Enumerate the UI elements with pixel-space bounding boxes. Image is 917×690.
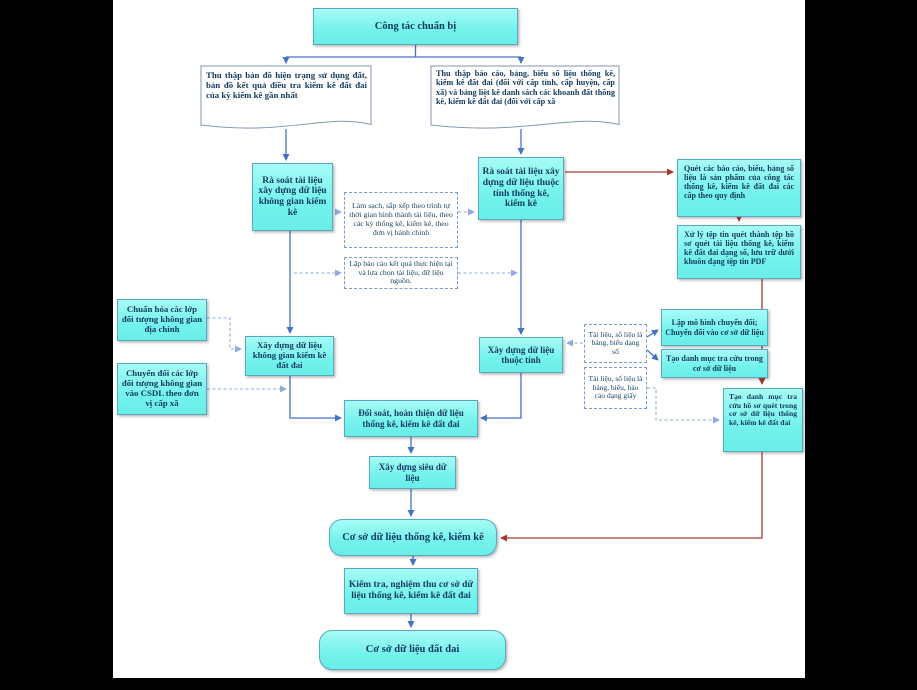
node-rasoat-thuoctinh-label: Rà soát tài liệu xây dựng dữ liệu thuộc … — [482, 167, 560, 210]
node-taodanhmuc-hoso-label: Tạo danh mục tra cứu hồ sơ quét trong cơ… — [729, 392, 797, 427]
node-tailieu-giay-label: Tài liệu, số liệu là bảng, biểu, báo cáo… — [588, 374, 643, 401]
node-xd-thuoctinh: Xây dựng dữ liệu thuộc tính — [479, 337, 563, 373]
node-xuly: Xử lý tệp tin quét thành tệp hồ sơ quét … — [677, 225, 801, 279]
dashed-chuanhoa-to-xd-khonggian — [207, 317, 242, 353]
node-rasoat-khonggian-label: Rà soát tài liệu xây dựng dữ liệu không … — [258, 175, 327, 218]
node-taodanhmuc: Tạo danh mục tra cứu trong cơ sở dữ liệu — [661, 349, 768, 378]
node-lamsach: Làm sạch, sắp xếp theo trình tự thời gia… — [344, 192, 458, 248]
node-csdl-datdai: Cơ sở dữ liệu đất đai — [319, 630, 506, 670]
node-sieudulieu: Xây dựng siêu dữ liệu — [369, 456, 456, 489]
node-kiemtra: Kiểm tra, nghiệm thu cơ sở dữ liệu thống… — [344, 568, 478, 614]
node-chuanhoa-label: Chuẩn hóa các lớp đối tượng không gian đ… — [121, 304, 203, 334]
arrow-taodanhmuc-hoso-to-csdl — [500, 452, 763, 542]
node-kiemtra-label: Kiểm tra, nghiệm thu cơ sở dữ liệu thống… — [348, 580, 474, 601]
node-quet: Quét các báo cáo, biểu, bảng số liệu là … — [677, 159, 801, 217]
arrow-tailieuso-to-taodanhmuc — [646, 349, 659, 361]
node-rasoat-thuoctinh: Rà soát tài liệu xây dựng dữ liệu thuộc … — [478, 157, 564, 220]
node-tailieu-so-label: Tài liệu, số liệu là bảng, biểu dạng số — [588, 329, 643, 356]
arrow-xd-thuoctinh-to-doisoat — [480, 373, 522, 422]
node-doc-right: Thu thập báo cáo, bảng, biểu số liệu thố… — [436, 69, 615, 106]
node-prep-label: Công tác chuẩn bị — [374, 20, 457, 32]
node-doc-right-label: Thu thập báo cáo, bảng, biểu số liệu thố… — [436, 69, 615, 107]
node-lapmohinh: Lập mô hình chuyển đổi; Chuyển đổi vào c… — [661, 309, 768, 346]
node-csdl-thongke-kiemke: Cơ sở dữ liệu thống kê, kiểm kê — [329, 519, 497, 556]
node-lapbaocao-label: Lập báo cáo kết quả thực hiện tại và lựa… — [349, 258, 453, 286]
node-chuanhoa: Chuẩn hóa các lớp đối tượng không gian đ… — [117, 299, 207, 341]
node-chuyendoi: Chuyển đổi các lớp đối tượng không gian … — [117, 363, 207, 415]
node-tailieu-so: Tài liệu, số liệu là bảng, biểu dạng số — [584, 324, 647, 363]
arrow-tailieuso-to-lapmohinh — [646, 329, 659, 338]
node-doisoat: Đối soát, hoàn thiện dữ liệu thống kê, k… — [344, 400, 478, 437]
node-doc-left-label: Thu thập bản đồ hiện trạng sử dụng đất, … — [206, 70, 367, 101]
node-lapbaocao: Lập báo cáo kết quả thực hiện tại và lựa… — [344, 257, 458, 289]
node-csdl-datdai-label: Cơ sở dữ liệu đất đai — [365, 644, 460, 656]
node-lamsach-label: Làm sạch, sắp xếp theo trình tự thời gia… — [349, 201, 453, 237]
node-xd-thuoctinh-label: Xây dựng dữ liệu thuộc tính — [487, 344, 555, 365]
dashed-tailieugiay-to-taodanhmuc-hoso — [647, 387, 720, 424]
node-quet-label: Quét các báo cáo, biểu, bảng số liệu là … — [684, 164, 794, 201]
arrow-xd-khonggian-to-doisoat — [289, 376, 342, 422]
node-csdl-thongke-kiemke-label: Cơ sở dữ liệu thống kê, kiểm kê — [342, 531, 484, 543]
node-rasoat-khonggian: Rà soát tài liệu xây dựng dữ liệu không … — [252, 163, 333, 231]
node-chuyendoi-label: Chuyển đổi các lớp đối tượng không gian … — [121, 368, 203, 408]
node-xuly-label: Xử lý tệp tin quét thành tệp hồ sơ quét … — [684, 230, 794, 267]
document-shape-left — [200, 65, 372, 129]
node-prep: Công tác chuẩn bị — [313, 8, 518, 45]
node-tailieu-giay: Tài liệu, số liệu là bảng, biểu, báo cáo… — [584, 367, 647, 409]
node-lapmohinh-label: Lập mô hình chuyển đổi; Chuyển đổi vào c… — [665, 318, 764, 337]
document-shape-right — [430, 65, 620, 129]
node-xd-khonggian-label: Xây dựng dữ liệu không gian kiểm kê đất … — [252, 340, 327, 370]
node-doisoat-label: Đối soát, hoàn thiện dữ liệu thống kê, k… — [358, 408, 464, 429]
node-sieudulieu-label: Xây dựng siêu dữ liệu — [378, 462, 447, 483]
node-taodanhmuc-label: Tạo danh mục tra cứu trong cơ sở dữ liệu — [666, 354, 763, 373]
node-taodanhmuc-hoso: Tạo danh mục tra cứu hồ sơ quét trong cơ… — [723, 388, 803, 452]
node-xd-khonggian: Xây dựng dữ liệu không gian kiểm kê đất … — [245, 336, 334, 376]
node-doc-left: Thu thập bản đồ hiện trạng sử dụng đất, … — [206, 70, 367, 100]
